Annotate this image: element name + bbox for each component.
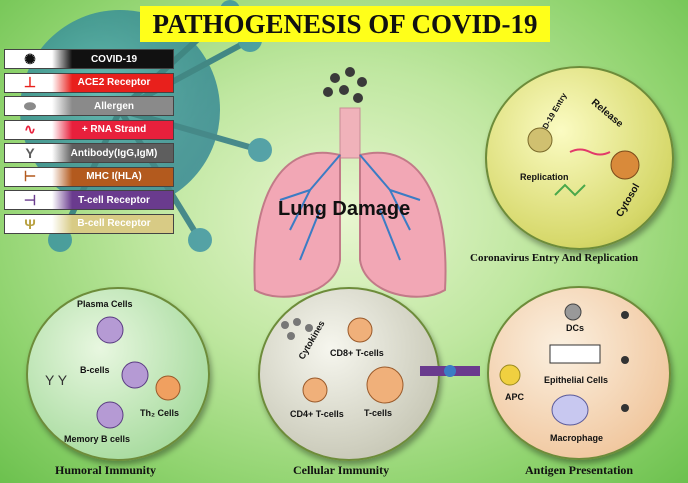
cellular-caption: Cellular Immunity	[293, 463, 390, 477]
legend-item-label: COVID-19	[90, 53, 138, 65]
antigen-caption: Antigen Presentation	[525, 463, 634, 477]
legend-item: ⊥ ACE2 Receptor	[4, 72, 174, 93]
legend-item-label: T-cell Receptor	[78, 194, 150, 206]
b-cells-label: B-cells	[80, 365, 110, 375]
apc-label: APC	[505, 392, 525, 402]
legend-item-label: + RNA Strand	[81, 124, 147, 135]
virus-cluster-icon	[323, 67, 367, 103]
legend-item-label: Antibody(IgG,IgM)	[70, 147, 158, 159]
t-cells-label: T-cells	[364, 408, 393, 418]
mhc-icon: ⊢	[23, 168, 37, 184]
apc-tcell-connector	[420, 365, 480, 377]
rna-strand-icon: ∿	[24, 121, 36, 137]
humoral-cells-icons: Y Y	[45, 316, 181, 429]
plasma-cells-label: Plasma Cells	[77, 299, 133, 309]
humoral-caption: Humoral Immunity	[55, 463, 157, 477]
humoral-immunity-circle	[26, 287, 210, 461]
page-title: PATHOGENESIS OF COVID-19	[140, 6, 550, 42]
th2-cells-label: Th₂ Cells	[140, 408, 180, 418]
legend-item-label: ACE2 Receptor	[77, 77, 151, 88]
lung-damage-label: Lung Damage	[278, 198, 411, 220]
legend-item-label: B-cell Receptor	[77, 218, 151, 229]
cellular-immunity-circle	[258, 287, 440, 461]
ace2-receptor-icon: ⊥	[23, 74, 37, 90]
entry-caption: Coronavirus Entry And Replication	[470, 252, 639, 264]
legend-item-label: Allergen	[93, 100, 134, 112]
legend-item: ✺ COVID-19	[4, 49, 174, 69]
antibody-icon: Y	[25, 145, 35, 161]
legend-item-label: MHC I(HLA)	[86, 171, 142, 182]
entry-cell-icons	[527, 127, 640, 197]
tcell-receptor-icon: ⊣	[23, 191, 37, 208]
legend-item: ⊣ T-cell Receptor	[4, 190, 174, 210]
svg-text:Y Y: Y Y	[45, 372, 68, 388]
memory-b-cells-label: Memory B cells	[64, 434, 131, 444]
macrophage-label: Macrophage	[550, 433, 604, 443]
cd4-t-cells-label: CD4+ T-cells	[290, 409, 344, 419]
bcell-receptor-icon: Ψ	[24, 215, 36, 232]
legend-item: ⊢ MHC I(HLA)	[4, 166, 174, 187]
dcs-label: DCs	[566, 323, 585, 333]
replication-label: Replication	[520, 172, 569, 182]
lungs-illustration	[253, 67, 447, 298]
epithelial-cells-label: Epithelial Cells	[544, 375, 609, 385]
legend-item: Ψ B-cell Receptor	[4, 213, 174, 234]
legend-item: ∿ + RNA Strand	[4, 119, 174, 140]
virus-icon: ✺	[24, 50, 36, 67]
antigen-cells-icons	[499, 303, 629, 426]
allergen-icon: ⬬	[24, 97, 36, 114]
cd8-t-cells-label: CD8+ T-cells	[330, 348, 384, 358]
cellular-cells-icons	[281, 317, 404, 404]
legend-item: Y Antibody(IgG,IgM)	[4, 143, 174, 163]
legend-item: ⬬ Allergen	[4, 96, 174, 116]
entry-replication-circle	[485, 66, 674, 250]
